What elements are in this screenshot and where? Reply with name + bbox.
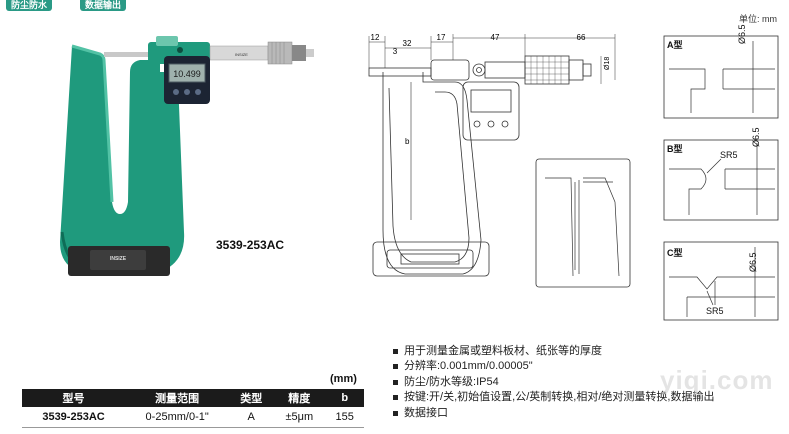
feature-item: 按键:开/关,初始值设置,公/英制转换,相对/绝对测量转换,数据输出 — [393, 390, 714, 405]
unit-note: 单位: mm — [739, 14, 777, 24]
col-accuracy: 精度 — [273, 389, 326, 407]
cell-model: 3539-253AC — [22, 407, 126, 428]
feature-list: 用于测量金属或塑料板材、纸张等的厚度 分辨率:0.001mm/0.00005" … — [393, 344, 714, 421]
badge-data-output: 数据输出 — [80, 0, 127, 11]
feature-item: 分辨率:0.001mm/0.00005" — [393, 359, 714, 374]
col-b: b — [325, 389, 364, 407]
type-c-box — [663, 241, 779, 321]
type-b-box — [663, 139, 779, 221]
feature-item: 防尘/防水等级:IP54 — [393, 375, 714, 390]
col-range: 测量范围 — [125, 389, 230, 407]
dim-12: 12 — [371, 33, 380, 42]
type-a-dim: Ø6.5 — [737, 24, 747, 44]
cell-b: 155 — [325, 407, 364, 428]
type-b-sr: SR5 — [720, 150, 738, 160]
feature-item: 用于测量金属或塑料板材、纸张等的厚度 — [393, 344, 714, 359]
feature-item: 数据接口 — [393, 406, 714, 421]
dim-32: 32 — [403, 39, 412, 48]
table-row: 3539-253AC 0-25mm/0-1" A ±5μm 155 — [22, 407, 364, 428]
dimension-drawing: 12 3 32 17 47 66 Ø18 b — [368, 33, 616, 277]
brand-logo: INSIZE — [110, 256, 127, 262]
type-b-label: B型 — [667, 144, 683, 154]
col-type: 类型 — [229, 389, 274, 407]
micrometer-photo: INSIZE INSIZE 10.499 — [60, 36, 314, 276]
watermark: yiqi.com — [660, 365, 774, 395]
svg-text:INSIZE: INSIZE — [235, 52, 248, 57]
detail-inset — [535, 158, 631, 288]
model-label: 3539-253AC — [216, 238, 285, 252]
cell-accuracy: ±5μm — [273, 407, 326, 428]
dim-18: Ø18 — [604, 57, 611, 70]
badge-dustproof: 防尘防水 — [6, 0, 53, 11]
dim-17: 17 — [437, 33, 446, 42]
spec-table: 型号 测量范围 类型 精度 b 3539-253AC 0-25mm/0-1" A… — [22, 389, 364, 428]
dim-3: 3 — [393, 47, 398, 56]
cell-range: 0-25mm/0-1" — [125, 407, 230, 428]
type-a-box — [663, 35, 779, 119]
type-a-label: A型 — [667, 40, 683, 50]
digital-display: 10.499 — [173, 69, 201, 79]
cell-type: A — [229, 407, 274, 428]
dim-b: b — [405, 137, 410, 146]
table-unit: (mm) — [330, 373, 357, 385]
col-model: 型号 — [22, 389, 126, 407]
type-c-sr: SR5 — [706, 306, 724, 316]
type-c-dim: Ø6.5 — [748, 252, 758, 272]
type-c-label: C型 — [667, 248, 683, 258]
dim-47: 47 — [491, 33, 500, 42]
type-b-dim: Ø6.5 — [751, 127, 761, 147]
dim-66: 66 — [577, 33, 586, 42]
